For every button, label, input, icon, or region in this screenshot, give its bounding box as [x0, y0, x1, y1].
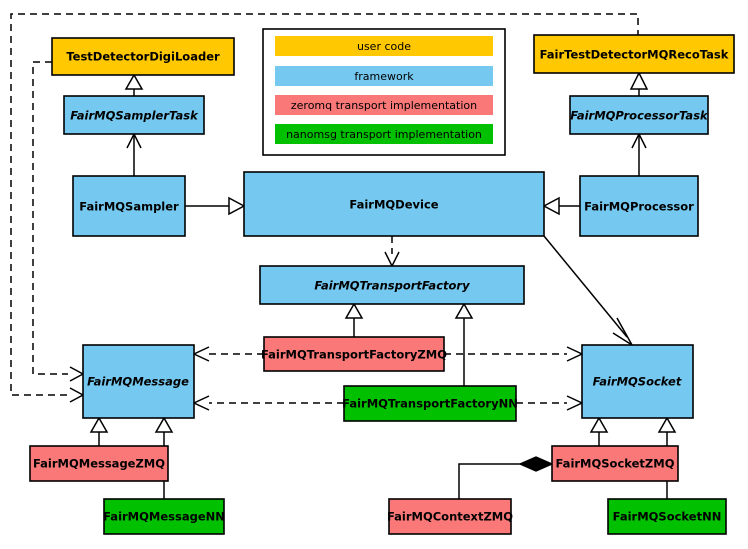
node-box-fairmqtransportfactorynn[interactable] — [343, 385, 517, 422]
arrowhead-triangle-recotask — [629, 71, 649, 90]
node-box-fairmqsocketzmq[interactable] — [551, 445, 679, 482]
node-box-fairmqsamplertask[interactable] — [63, 95, 205, 135]
legend-panel: user code framework zeromq transport imp… — [262, 28, 506, 156]
edge-device-socket-line — [543, 235, 628, 338]
edge-recotask-to-message — [10, 13, 639, 396]
arrowhead-open-message-nn — [192, 395, 210, 411]
node-label-fairmqsocket: FairMQSocket — [593, 375, 682, 389]
node-label-fairmqtransportfactoryzmq: FairMQTransportFactoryZMQ — [261, 348, 447, 362]
node-label-fairtestdetectormqrecotask: FairTestDetectorMQRecoTask — [540, 48, 729, 62]
node-label-fairmqcontextzmq: FairMQContextZMQ — [387, 510, 513, 524]
node-fairmqtransportfactorynn[interactable]: FairMQTransportFactoryNN — [342, 385, 518, 422]
node-box-fairmqtransportfactoryzmq[interactable] — [263, 336, 445, 372]
diagram-nodes: TestDetectorDigiLoader FairTestDetectorM… — [29, 34, 735, 535]
node-fairmqsocketzmq[interactable]: FairMQSocketZMQ — [551, 445, 679, 482]
node-fairmqdevice[interactable]: FairMQDevice — [243, 171, 545, 237]
node-fairmqsampler[interactable]: FairMQSampler — [72, 175, 186, 237]
legend-item-zeromq: zeromq transport implementation — [275, 95, 493, 115]
node-label-fairmqtransportfactory: FairMQTransportFactory — [314, 279, 470, 293]
legend-label-zeromq: zeromq transport implementation — [291, 99, 477, 112]
legend-swatch-nanomsg — [275, 124, 493, 144]
arrowhead-triangle-tf-zmq — [344, 302, 364, 319]
node-label-fairmqsamplertask: FairMQSamplerTask — [70, 109, 199, 123]
node-fairmqprocessortask[interactable]: FairMQProcessorTask — [569, 95, 709, 135]
node-box-fairmqmessagezmq[interactable] — [29, 445, 169, 482]
legend-item-nanomsg: nanomsg transport implementation — [275, 124, 493, 144]
edge-digiloader-to-message — [32, 61, 68, 375]
node-fairmqtransportfactoryzmq[interactable]: FairMQTransportFactoryZMQ — [261, 336, 447, 372]
arrowhead-open-transportfactory — [384, 251, 400, 268]
node-label-fairmqdevice: FairMQDevice — [349, 198, 438, 212]
arrowhead-triangle-tf-nn — [454, 302, 474, 319]
node-fairmqmessagezmq[interactable]: FairMQMessageZMQ — [29, 445, 169, 482]
arrowhead-triangle-socket-zmq — [589, 416, 609, 433]
legend-label-user-code: user code — [357, 40, 411, 53]
legend-label-framework: framework — [354, 70, 414, 83]
legend-swatch-zeromq — [275, 95, 493, 115]
legend-swatch-user-code — [275, 36, 493, 56]
node-box-fairmqsocketnn[interactable] — [607, 498, 727, 535]
node-box-fairmqprocessortask[interactable] — [569, 95, 709, 135]
node-label-testdetectordigiloader: TestDetectorDigiLoader — [66, 50, 220, 64]
node-label-fairmqsocketzmq: FairMQSocketZMQ — [556, 457, 675, 471]
node-box-fairmqtransportfactory[interactable] — [259, 265, 525, 305]
arrowhead-triangle-message-nn — [154, 416, 174, 433]
node-label-fairmqmessage: FairMQMessage — [87, 375, 189, 389]
diamond-composition-socketzmq — [518, 456, 554, 472]
legend-swatch-framework — [275, 66, 493, 86]
node-label-fairmqmessagenn: FairMQMessageNN — [103, 510, 225, 524]
diagram-edges — [89, 71, 677, 499]
node-fairmqmessage[interactable]: FairMQMessage — [82, 344, 195, 419]
arrowhead-open-socket-zmq — [566, 346, 584, 362]
node-label-fairmqprocessortask: FairMQProcessorTask — [570, 109, 709, 123]
legend-item-framework: framework — [275, 66, 493, 86]
node-box-fairmqdevice[interactable] — [243, 171, 545, 237]
node-label-fairmqsocketnn: FairMQSocketNN — [613, 510, 722, 524]
node-fairmqprocessor[interactable]: FairMQProcessor — [579, 175, 699, 237]
arrowhead-triangle-message-zmq — [89, 416, 109, 433]
node-box-fairtestdetectormqrecotask[interactable] — [533, 34, 735, 74]
node-box-fairmqmessage[interactable] — [82, 344, 195, 419]
node-fairmqsamplertask[interactable]: FairMQSamplerTask — [63, 95, 205, 135]
node-box-fairmqcontextzmq[interactable] — [388, 498, 512, 535]
node-fairmqtransportfactory[interactable]: FairMQTransportFactory — [259, 265, 525, 305]
node-box-fairmqmessagenn[interactable] — [103, 498, 225, 535]
node-label-fairmqtransportfactorynn: FairMQTransportFactoryNN — [342, 397, 518, 411]
arrowhead-open-digiloader — [69, 366, 85, 382]
node-fairtestdetectormqrecotask[interactable]: FairTestDetectorMQRecoTask — [533, 34, 735, 74]
arrowhead-open-socket-nn — [566, 395, 584, 411]
arrowhead-open-recotask — [69, 387, 85, 403]
node-box-fairmqsocket[interactable] — [581, 344, 694, 419]
node-fairmqmessagenn[interactable]: FairMQMessageNN — [103, 498, 225, 535]
edge-contextzmq-socketzmq-line — [458, 463, 535, 499]
node-fairmqsocket[interactable]: FairMQSocket — [581, 344, 694, 419]
node-box-fairmqprocessor[interactable] — [579, 175, 699, 237]
legend-label-nanomsg: nanomsg transport implementation — [286, 128, 482, 141]
node-testdetectordigiloader[interactable]: TestDetectorDigiLoader — [51, 37, 235, 76]
node-box-testdetectordigiloader[interactable] — [51, 37, 235, 76]
node-label-fairmqprocessor: FairMQProcessor — [584, 200, 694, 214]
arrowhead-triangle-device-right — [542, 196, 560, 216]
arrowhead-triangle-socket-nn — [657, 416, 677, 433]
arrowhead-triangle-digiloader — [124, 73, 144, 90]
arrowhead-triangle-device-left — [228, 196, 246, 216]
node-fairmqsocketnn[interactable]: FairMQSocketNN — [607, 498, 727, 535]
arrowhead-open-message-zmq — [192, 346, 210, 362]
node-label-fairmqmessagezmq: FairMQMessageZMQ — [33, 457, 165, 471]
legend-item-user-code: user code — [275, 36, 493, 56]
node-fairmqcontextzmq[interactable]: FairMQContextZMQ — [387, 498, 513, 535]
node-label-fairmqsampler: FairMQSampler — [79, 200, 179, 214]
node-box-fairmqsampler[interactable] — [72, 175, 186, 237]
